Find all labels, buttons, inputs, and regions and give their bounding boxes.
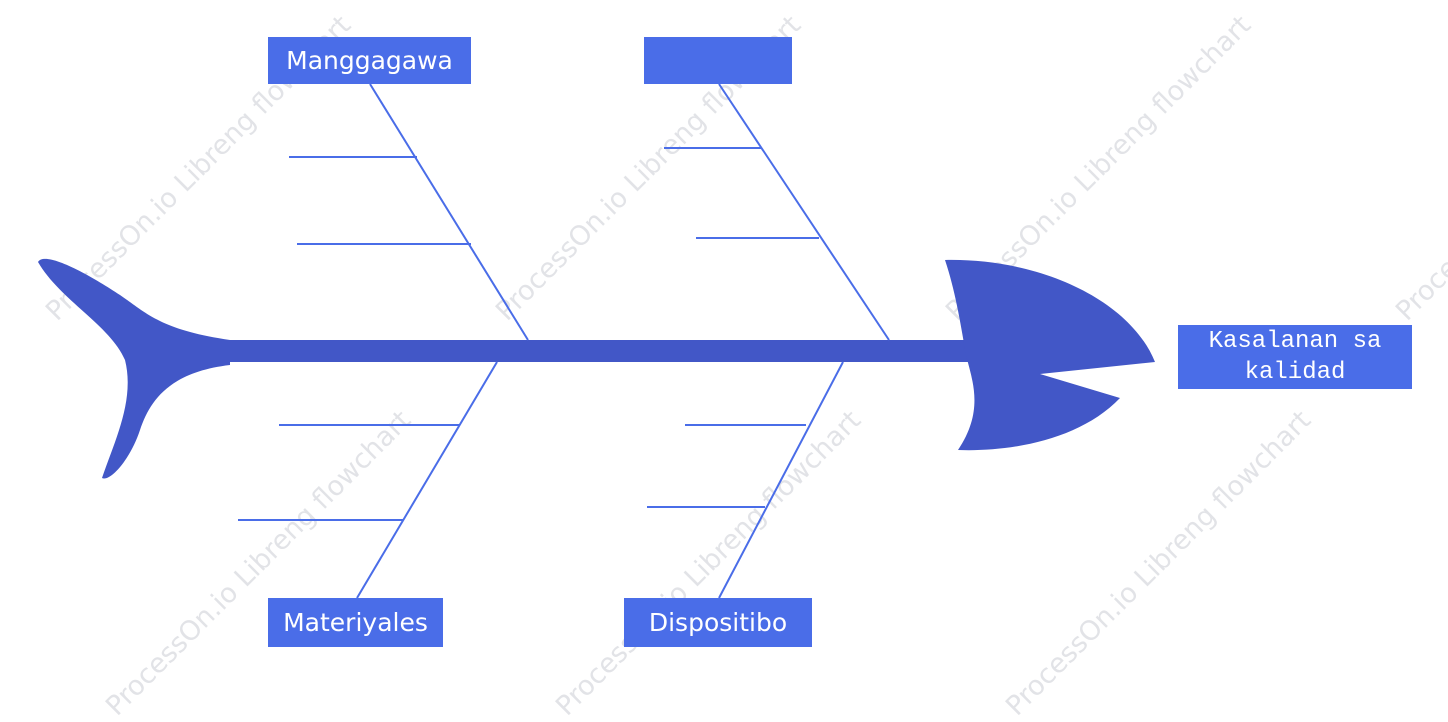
category-dispositibo[interactable]: Dispositibo [624,598,812,647]
fish-spine [220,340,980,362]
category-blank[interactable] [644,37,792,84]
category-label: Manggagawa [286,46,453,75]
bone-bottom-left [356,361,498,599]
effect-box[interactable]: Kasalanan sa kalidad [1178,325,1412,389]
category-materiyales[interactable]: Materiyales [268,598,443,647]
category-manggagawa[interactable]: Manggagawa [268,37,471,84]
category-label: Dispositibo [648,608,788,637]
fishbone-diagram [38,83,1155,599]
effect-label: Kasalanan sa kalidad [1208,328,1382,386]
category-label: Materiyales [283,608,428,637]
fish-tail [38,258,230,479]
fish-head [945,259,1155,451]
bone-top-right [718,83,890,341]
bone-top-left [369,83,529,341]
bone-bottom-right [718,361,844,599]
